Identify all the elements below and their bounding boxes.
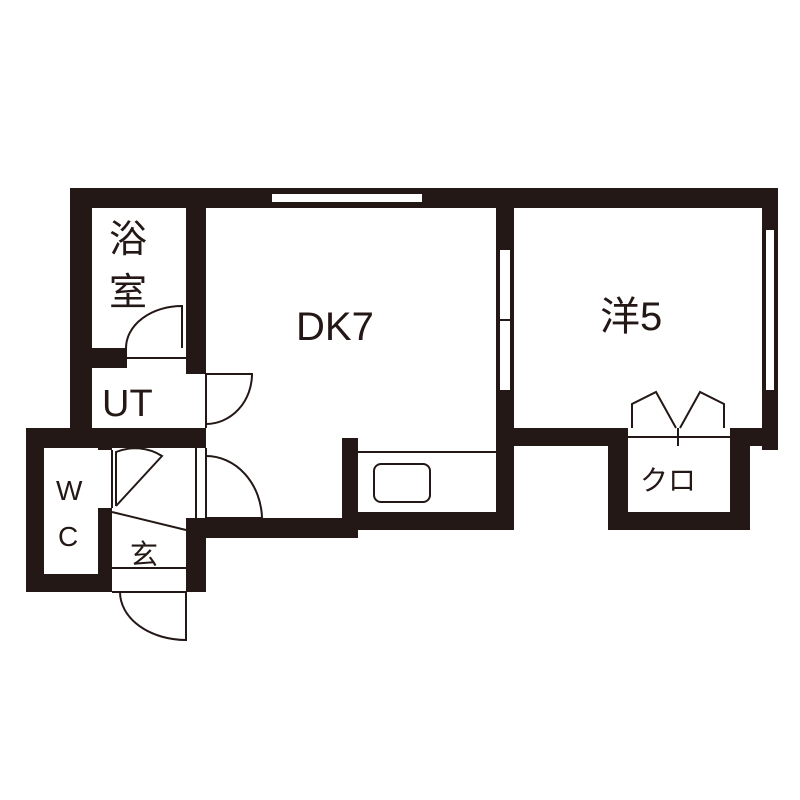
wall-left-upper [70,188,92,432]
window-western-right [765,230,775,390]
label-bath-1: 浴 [109,219,147,261]
wall-ut-right [186,368,206,374]
label-western: 洋5 [600,295,662,339]
door-closet-right [679,390,725,429]
wall-closet-right [730,428,750,530]
wall-wc-bottom [26,574,110,592]
door-wc [115,447,164,507]
label-ut: UT [102,383,153,425]
kitchen [358,451,496,503]
wall-top [70,188,778,208]
door-bath [125,304,183,349]
window-dk-top [272,193,422,203]
label-wc-1: W [56,475,83,506]
wall-closet-bottom [608,512,750,530]
door-ut [205,373,254,425]
entrance-step [111,511,187,531]
kitchen-sink [373,463,431,503]
label-dk: DK7 [296,305,374,349]
wall-ut-bottom [26,428,206,448]
label-wc-2: C [58,521,78,552]
windows [272,192,776,390]
doors [98,304,730,642]
wall-dk-bottom [186,518,358,538]
door-entrance [119,591,187,642]
wall-bath-right [186,188,206,368]
wall-wc-left [26,428,44,592]
wall-closet-left [608,428,628,530]
label-closet: クロ [640,465,696,496]
label-bath-2: 室 [109,272,147,314]
wall-kitchen-bottom [342,512,514,530]
wall-bath-bottom [70,348,126,368]
label-entrance: 玄 [130,539,158,570]
door-dk [205,455,264,519]
door-closet-left [631,390,677,429]
